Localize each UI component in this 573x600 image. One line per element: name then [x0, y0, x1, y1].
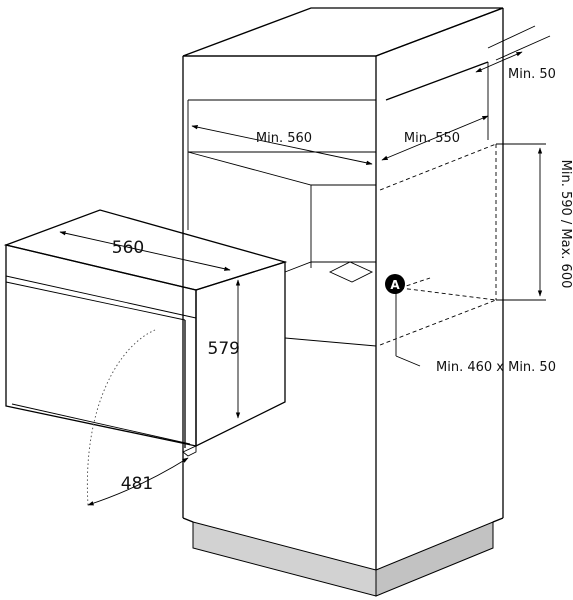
cabinet-bottom-left [182, 517, 194, 523]
label-rear-gap: Min. 50 [508, 67, 556, 82]
dash-top-diag [379, 143, 497, 191]
niche-floor-back [284, 261, 376, 273]
dim-oven-width [59, 231, 231, 271]
plinth-side [375, 521, 494, 597]
cabinet [182, 7, 504, 570]
cabinet-bottom-right [492, 517, 504, 523]
oven-front [5, 244, 197, 447]
callout-leader-out [395, 355, 421, 367]
dim-door-swing [87, 457, 189, 506]
cabinet-top [182, 7, 504, 57]
dash-vent-short [399, 277, 431, 289]
label-oven-width: 560 [112, 238, 144, 258]
oven-door-top-line [5, 281, 186, 321]
label-cabinet-depth: Min. 550 [404, 131, 460, 146]
oven-foot [182, 445, 197, 457]
ext-rear-2 [487, 25, 536, 49]
dim-cabinet-width [191, 125, 373, 165]
vent-slot [328, 261, 374, 283]
niche-back-top [187, 151, 376, 186]
dim-rear-gap [475, 51, 523, 73]
dash-vent-edge [399, 287, 497, 301]
dim-cabinet-depth [381, 115, 489, 161]
callout-a-label: A [390, 278, 400, 292]
label-cabinet-height: Min. 590 / Max. 600 [558, 160, 573, 289]
oven-control-panel-line [5, 275, 197, 319]
cabinet-side-inner-line [385, 61, 489, 101]
label-vent-opening: Min. 460 x Min. 50 [436, 360, 556, 375]
plinth-front [192, 521, 377, 597]
dimension-lines [59, 51, 543, 506]
dash-bottom-diag [379, 299, 497, 346]
label-cabinet-width: Min. 560 [256, 131, 312, 146]
oven-door-bottom-line [11, 403, 191, 445]
label-door-swing: 481 [121, 474, 153, 494]
ext-rear-1 [495, 35, 551, 61]
niche-floor-front [284, 337, 377, 347]
cabinet-side-top [375, 7, 504, 57]
callout-a-marker [385, 274, 405, 294]
oven [3, 209, 288, 506]
label-oven-height: 579 [208, 339, 240, 359]
